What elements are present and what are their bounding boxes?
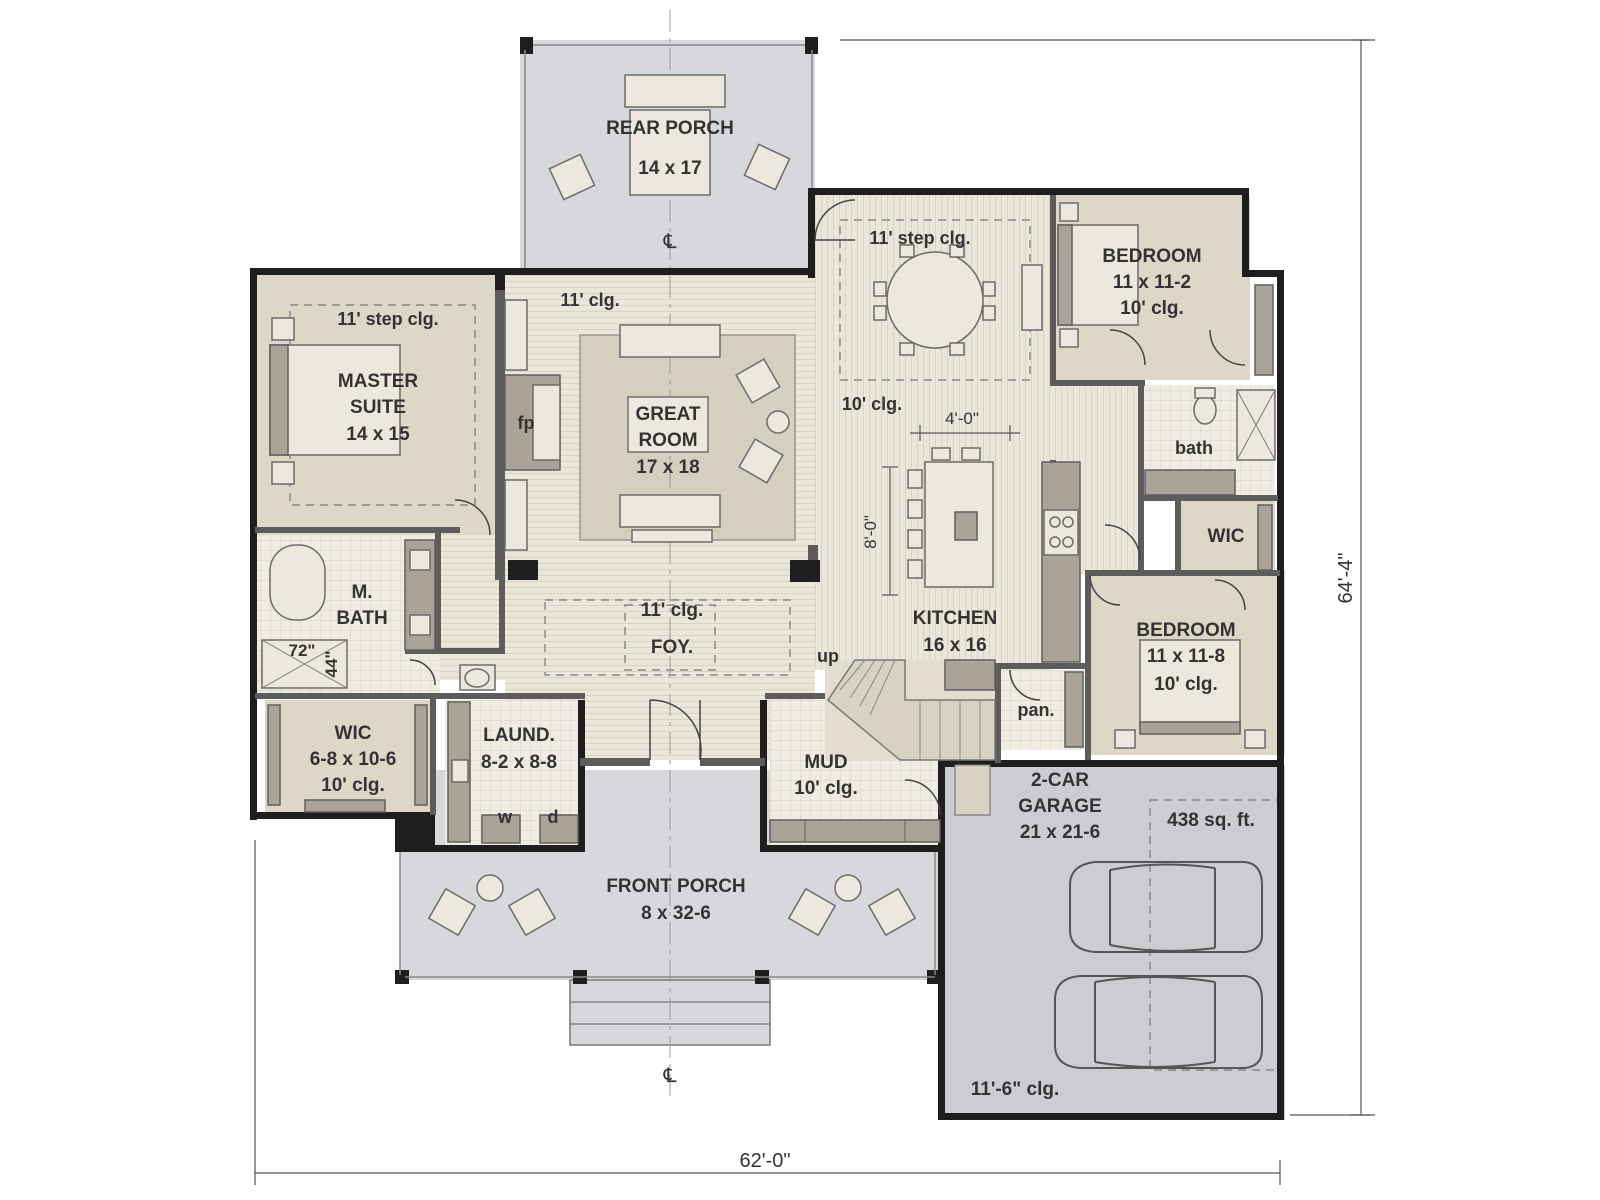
garage-ceiling: 11'-6" clg. <box>971 1079 1060 1100</box>
wic-left-name: WIC <box>335 723 372 744</box>
mud-ceiling: 10' clg. <box>794 778 858 799</box>
shower-width: 72" <box>289 641 316 660</box>
great-room-size: 17 x 18 <box>636 457 699 478</box>
kitchen-name: KITCHEN <box>913 608 997 629</box>
rear-porch-size: 14 x 17 <box>638 158 701 179</box>
laundry-name: LAUND. <box>483 725 555 746</box>
wic-left-ceiling: 10' clg. <box>321 775 385 796</box>
mud-name: MUD <box>804 752 847 773</box>
great-room-label-box <box>627 396 709 453</box>
garage-floor <box>940 765 1285 1120</box>
dining-ceiling: 11' step clg. <box>869 228 970 248</box>
washer-label: w <box>497 807 513 827</box>
doors <box>409 199 1246 816</box>
m-bath-name-2: BATH <box>336 608 387 629</box>
master-suite-name-1: MASTER <box>338 371 419 392</box>
front-porch-name: FRONT PORCH <box>606 876 745 897</box>
centerline-symbol-top: ℄ <box>663 231 677 253</box>
front-porch-furniture <box>427 874 917 937</box>
bedroom-2-size: 11 x 11-8 <box>1147 646 1225 667</box>
laundry-fixtures <box>447 701 579 844</box>
master-suite-ceiling: 11' step clg. <box>337 309 438 329</box>
dimension-lines <box>254 39 1375 1185</box>
m-bath-fixtures <box>261 539 496 691</box>
wic-left-shelves <box>267 704 428 813</box>
master-suite-size: 14 x 15 <box>346 424 410 445</box>
great-room-name-1: GREAT <box>635 404 700 425</box>
bedroom-1-furniture <box>1057 202 1139 348</box>
bedroom-2-name: BEDROOM <box>1136 620 1235 641</box>
rear-porch-furniture <box>548 74 791 201</box>
wic-left-size: 6-8 x 10-6 <box>310 749 397 770</box>
garage-area-outline <box>1149 799 1281 1071</box>
garage-size: 21 x 21-6 <box>1020 822 1100 843</box>
kitchen-ceiling: 10' clg. <box>842 394 902 414</box>
master-ceiling-outline <box>289 304 476 506</box>
m-bath-name-1: M. <box>351 582 372 603</box>
great-room-ceiling: 11' clg. <box>560 290 619 310</box>
overall-depth-dimension: 64'-4" <box>1335 553 1357 604</box>
master-suite-furniture <box>269 317 401 485</box>
kitchen-furniture <box>907 447 1081 691</box>
overall-width-dimension: 62'-0" <box>740 1150 791 1172</box>
great-room-name-2: ROOM <box>638 430 697 451</box>
garage-area: 438 sq. ft. <box>1167 810 1255 831</box>
bath-name: bath <box>1175 438 1213 458</box>
pantry-shelves <box>1064 671 1084 748</box>
rear-porch-name: REAR PORCH <box>606 118 734 139</box>
master-suite-name-2: SUITE <box>350 397 406 418</box>
stair <box>826 659 996 816</box>
bedroom-2-ceiling: 10' clg. <box>1154 674 1218 695</box>
bedroom-1-name: BEDROOM <box>1102 246 1201 267</box>
foyer-name: FOY. <box>651 637 693 658</box>
kitchen-island-length: 8'-0" <box>861 515 880 549</box>
shower-depth: 44" <box>322 651 341 678</box>
exterior-walls <box>250 37 1284 1120</box>
kitchen-island-width: 4'-0" <box>945 409 979 428</box>
foyer-ceiling-outline <box>544 599 791 676</box>
bedroom-2-furniture <box>1114 639 1266 749</box>
mud-fixtures <box>769 819 941 843</box>
kitchen-size: 16 x 16 <box>923 635 986 656</box>
wic-left-floor <box>265 700 430 815</box>
pantry-name: pan. <box>1017 700 1054 720</box>
garage-name-1: 2-CAR <box>1031 770 1089 791</box>
bedroom-1-size: 11 x 11-2 <box>1113 272 1191 293</box>
bath-fixtures <box>1144 387 1276 496</box>
bedroom-1-ceiling: 10' clg. <box>1120 298 1184 319</box>
garage-cars <box>1054 861 1263 1069</box>
wic-right-name: WIC <box>1208 526 1245 547</box>
garage-name-2: GARAGE <box>1018 796 1101 817</box>
foyer-ceiling: 11' clg. <box>641 600 704 621</box>
great-room-furniture <box>504 299 790 551</box>
fireplace-label: fp <box>518 413 535 433</box>
dryer-label: d <box>548 807 559 827</box>
stair-up-label: up <box>817 646 839 666</box>
laundry-size: 8-2 x 8-8 <box>481 752 557 773</box>
dining-furniture <box>873 244 1043 356</box>
centerline-symbol-bottom: ℄ <box>663 1065 677 1087</box>
wic-right-shelves <box>1254 284 1274 571</box>
front-porch-size: 8 x 32-6 <box>641 903 711 924</box>
